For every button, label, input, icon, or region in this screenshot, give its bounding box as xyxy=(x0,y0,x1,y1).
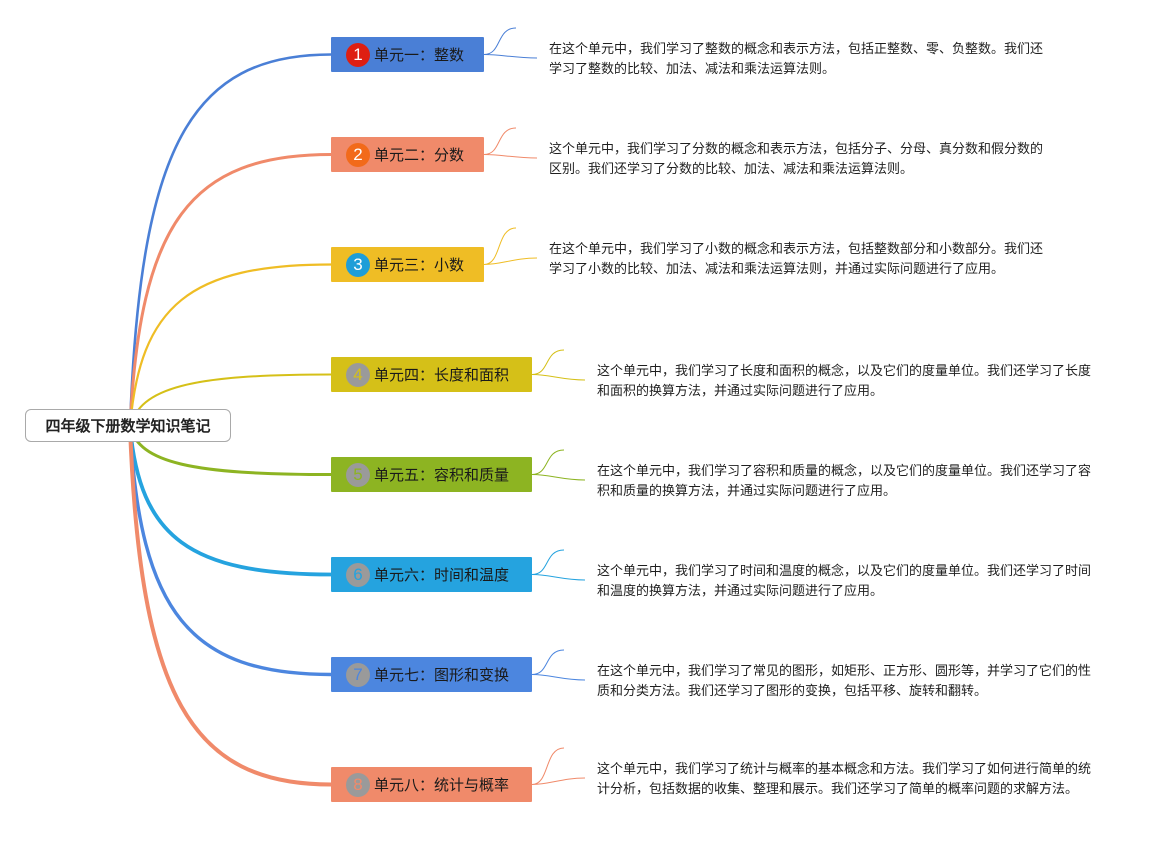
unit-topic-label: 单元五：容积和质量 xyxy=(374,466,510,484)
branch-connector xyxy=(128,53,333,429)
unit-topic-2[interactable]: 2 单元二：分数 xyxy=(331,137,484,172)
branch-connector xyxy=(128,425,333,577)
unit-topic-label: 单元二：分数 xyxy=(374,146,465,164)
unit-note-7[interactable]: 在这个单元中，我们学习了常见的图形，如矩形、正方形、圆形等，并学习了它们的性质和… xyxy=(597,664,1092,699)
root-topic[interactable]: 四年级下册数学知识笔记 xyxy=(25,409,231,442)
number-5-icon: 5 xyxy=(346,462,370,487)
unit-topic-7[interactable]: 7 单元七：图形和变换 xyxy=(331,657,532,692)
note-connector xyxy=(531,747,586,785)
note-connector xyxy=(531,649,586,681)
note-connector xyxy=(483,127,538,159)
unit-note-5[interactable]: 在这个单元中，我们学习了容积和质量的概念，以及它们的度量单位。我们还学习了容积和… xyxy=(597,464,1092,499)
unit-topic-3[interactable]: 3 单元三：小数 xyxy=(331,247,484,282)
unit-topic-4[interactable]: 4 单元四：长度和面积 xyxy=(331,357,532,392)
unit-note-1[interactable]: 在这个单元中，我们学习了整数的概念和表示方法，包括正整数、零、负整数。我们还学习… xyxy=(549,42,1044,77)
unit-topic-label: 单元七：图形和变换 xyxy=(374,666,510,684)
note-connector xyxy=(483,227,538,265)
number-7-icon: 7 xyxy=(346,662,370,687)
unit-topic-label: 单元八：统计与概率 xyxy=(374,776,510,794)
unit-topic-5[interactable]: 5 单元五：容积和质量 xyxy=(331,457,532,492)
number-8-icon: 8 xyxy=(346,772,370,797)
unit-topic-8[interactable]: 8 单元八：统计与概率 xyxy=(331,767,532,802)
unit-topic-label: 单元一：整数 xyxy=(374,46,465,64)
unit-note-6[interactable]: 这个单元中，我们学习了时间和温度的概念，以及它们的度量单位。我们还学习了时间和温… xyxy=(597,564,1092,599)
number-6-icon: 6 xyxy=(346,562,370,587)
unit-topic-label: 单元三：小数 xyxy=(374,256,465,274)
unit-topic-6[interactable]: 6 单元六：时间和温度 xyxy=(331,557,532,592)
note-connector xyxy=(531,549,586,581)
number-3-icon: 3 xyxy=(346,252,370,277)
root-topic-label: 四年级下册数学知识笔记 xyxy=(45,417,211,435)
number-4-icon: 4 xyxy=(346,362,370,387)
branch-connector xyxy=(128,425,333,677)
unit-topic-label: 单元六：时间和温度 xyxy=(374,566,510,584)
branch-connector xyxy=(128,425,333,787)
unit-note-4[interactable]: 这个单元中，我们学习了长度和面积的概念，以及它们的度量单位。我们还学习了长度和面… xyxy=(597,364,1092,399)
unit-note-2[interactable]: 这个单元中，我们学习了分数的概念和表示方法，包括分子、分母、真分数和假分数的区别… xyxy=(549,142,1044,177)
unit-note-3[interactable]: 在这个单元中，我们学习了小数的概念和表示方法，包括整数部分和小数部分。我们还学习… xyxy=(549,242,1044,277)
number-2-icon: 2 xyxy=(346,142,370,167)
number-1-icon: 1 xyxy=(346,42,370,67)
note-connector xyxy=(483,27,538,59)
note-connector xyxy=(531,449,586,481)
unit-note-8[interactable]: 这个单元中，我们学习了统计与概率的基本概念和方法。我们学习了如何进行简单的统计分… xyxy=(597,762,1092,797)
branch-connector xyxy=(128,153,333,429)
unit-topic-1[interactable]: 1 单元一：整数 xyxy=(331,37,484,72)
branch-connector xyxy=(128,263,333,429)
unit-topic-label: 单元四：长度和面积 xyxy=(374,366,510,384)
note-connector xyxy=(531,349,586,381)
